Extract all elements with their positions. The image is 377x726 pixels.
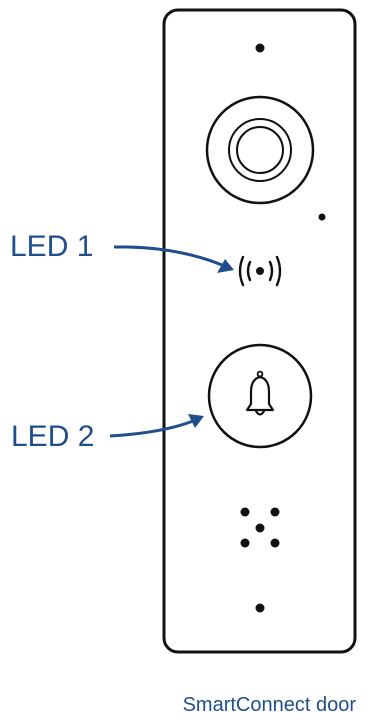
caption-text: SmartConnect door xyxy=(182,694,356,716)
camera-lens-icon xyxy=(205,95,315,205)
speaker-grille-icon xyxy=(240,507,280,548)
doorbell-button xyxy=(207,343,313,449)
led2-arrow xyxy=(109,414,204,438)
wireless-signal-icon xyxy=(238,255,282,287)
doorbell-housing xyxy=(162,8,357,654)
bottom-screw-dot xyxy=(255,603,265,613)
led1-label: LED 1 xyxy=(10,230,94,263)
bell-icon xyxy=(245,370,275,416)
led2-label: LED 2 xyxy=(11,420,95,453)
led1-arrow xyxy=(113,245,234,273)
sensor-dot xyxy=(318,213,326,221)
top-screw-dot xyxy=(255,43,265,53)
